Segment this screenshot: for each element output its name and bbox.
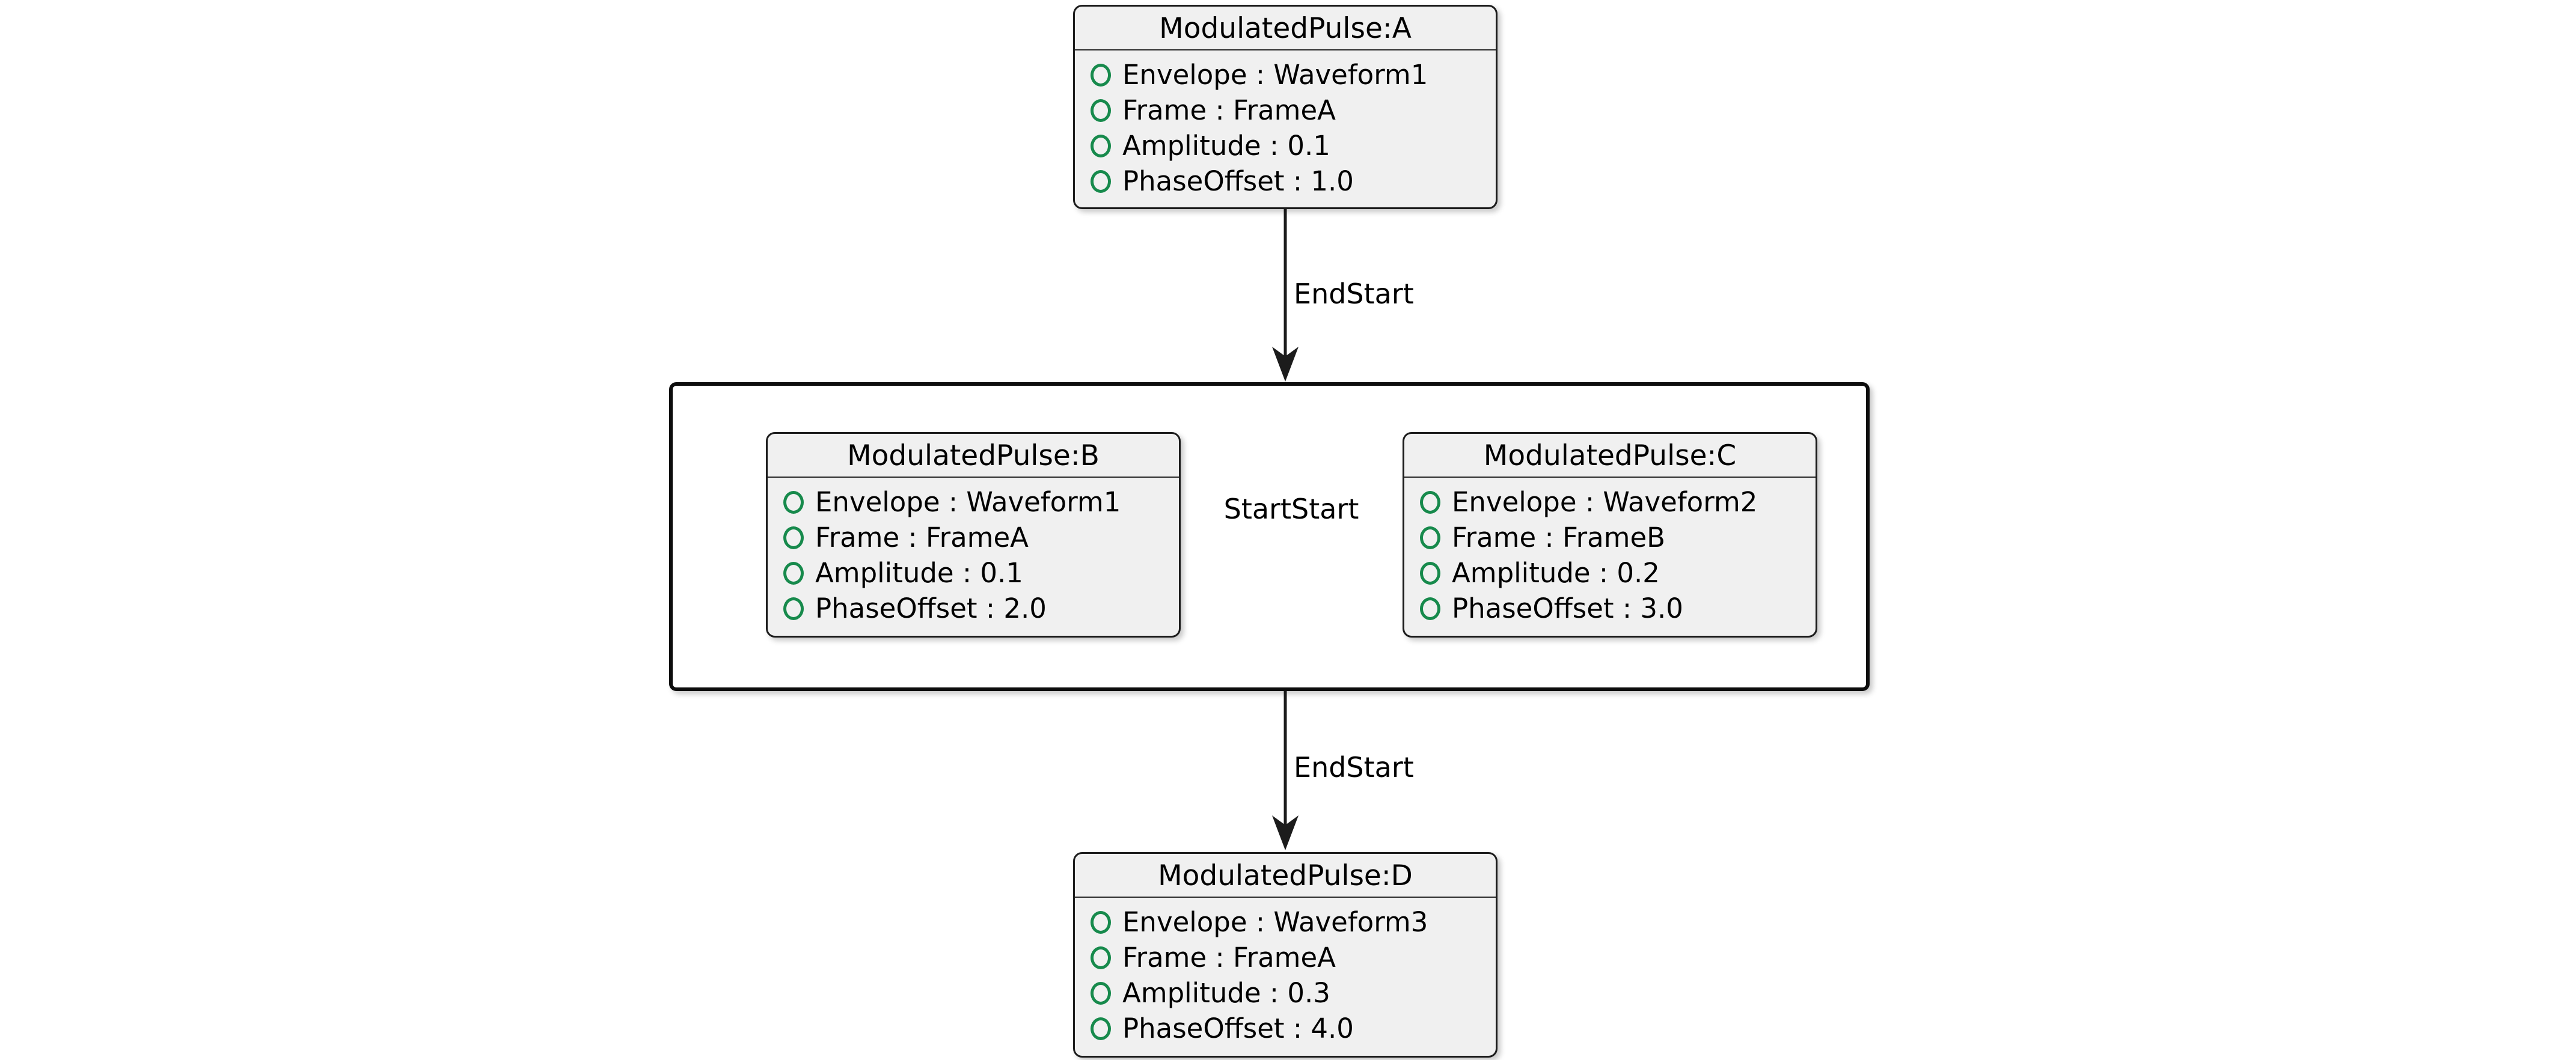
arrowhead-down-icon [1272, 347, 1299, 382]
attribute-row: PhaseOffset : 3.0 [1420, 591, 1800, 626]
node-attribute-list: Envelope : Waveform3 Frame : FrameA Ampl… [1075, 898, 1496, 1052]
field-circle-icon [1091, 1017, 1111, 1040]
node-title: ModulatedPulse:C [1404, 434, 1816, 478]
field-circle-icon [783, 526, 804, 549]
attribute-row: PhaseOffset : 2.0 [783, 591, 1163, 626]
attribute-text: PhaseOffset : 1.0 [1122, 165, 1354, 197]
attribute-text: Amplitude : 0.2 [1452, 557, 1660, 589]
field-circle-icon [1420, 597, 1440, 620]
attribute-text: PhaseOffset : 4.0 [1122, 1013, 1354, 1044]
attribute-row: Amplitude : 0.3 [1091, 975, 1480, 1011]
attribute-row: Envelope : Waveform3 [1091, 904, 1480, 940]
field-circle-icon [1420, 526, 1440, 549]
attribute-text: Amplitude : 0.1 [1122, 130, 1330, 162]
attribute-text: Frame : FrameA [815, 522, 1029, 553]
attribute-text: Envelope : Waveform1 [815, 486, 1121, 518]
attribute-text: Amplitude : 0.3 [1122, 977, 1330, 1009]
node-modulatedpulse-d: ModulatedPulse:D Envelope : Waveform3 Fr… [1073, 852, 1498, 1058]
edge-label-endstart-bottom: EndStart [1294, 751, 1414, 784]
attribute-text: Amplitude : 0.1 [815, 557, 1023, 589]
field-circle-icon [783, 597, 804, 620]
field-circle-icon [1420, 490, 1440, 514]
attribute-text: Frame : FrameA [1122, 942, 1336, 973]
attribute-row: Envelope : Waveform2 [1420, 484, 1800, 520]
attribute-row: Amplitude : 0.1 [783, 555, 1163, 591]
field-circle-icon [1091, 910, 1111, 934]
attribute-row: Frame : FrameA [1091, 940, 1480, 975]
attribute-row: Envelope : Waveform1 [783, 484, 1163, 520]
edge-label-startstart: StartStart [1223, 493, 1359, 525]
attribute-row: Frame : FrameB [1420, 520, 1800, 555]
field-circle-icon [783, 490, 804, 514]
field-circle-icon [1420, 561, 1440, 585]
edge-label-endstart-top: EndStart [1294, 278, 1414, 310]
attribute-row: Frame : FrameA [1091, 93, 1480, 128]
node-attribute-list: Envelope : Waveform2 Frame : FrameB Ampl… [1404, 478, 1816, 632]
node-title: ModulatedPulse:B [768, 434, 1179, 478]
node-attribute-list: Envelope : Waveform1 Frame : FrameA Ampl… [768, 478, 1179, 632]
field-circle-icon [783, 561, 804, 585]
node-modulatedpulse-a: ModulatedPulse:A Envelope : Waveform1 Fr… [1073, 5, 1498, 209]
attribute-row: PhaseOffset : 1.0 [1091, 163, 1480, 199]
node-title: ModulatedPulse:A [1075, 7, 1496, 50]
node-modulatedpulse-c: ModulatedPulse:C Envelope : Waveform2 Fr… [1403, 432, 1817, 638]
attribute-row: Amplitude : 0.1 [1091, 128, 1480, 163]
node-attribute-list: Envelope : Waveform1 Frame : FrameA Ampl… [1075, 50, 1496, 205]
attribute-text: Frame : FrameA [1122, 94, 1336, 126]
field-circle-icon [1091, 134, 1111, 157]
attribute-text: PhaseOffset : 2.0 [815, 592, 1047, 624]
field-circle-icon [1091, 99, 1111, 122]
attribute-text: PhaseOffset : 3.0 [1452, 592, 1683, 624]
field-circle-icon [1091, 946, 1111, 969]
node-modulatedpulse-b: ModulatedPulse:B Envelope : Waveform1 Fr… [766, 432, 1181, 638]
attribute-text: Envelope : Waveform1 [1122, 59, 1428, 91]
attribute-row: Amplitude : 0.2 [1420, 555, 1800, 591]
attribute-row: Envelope : Waveform1 [1091, 57, 1480, 93]
field-circle-icon [1091, 981, 1111, 1005]
field-circle-icon [1091, 169, 1111, 193]
attribute-text: Envelope : Waveform2 [1452, 486, 1758, 518]
field-circle-icon [1091, 63, 1111, 87]
attribute-row: Frame : FrameA [783, 520, 1163, 555]
attribute-text: Frame : FrameB [1452, 522, 1666, 553]
attribute-row: PhaseOffset : 4.0 [1091, 1011, 1480, 1046]
arrowhead-down-icon [1272, 815, 1299, 850]
node-title: ModulatedPulse:D [1075, 854, 1496, 898]
attribute-text: Envelope : Waveform3 [1122, 906, 1428, 938]
